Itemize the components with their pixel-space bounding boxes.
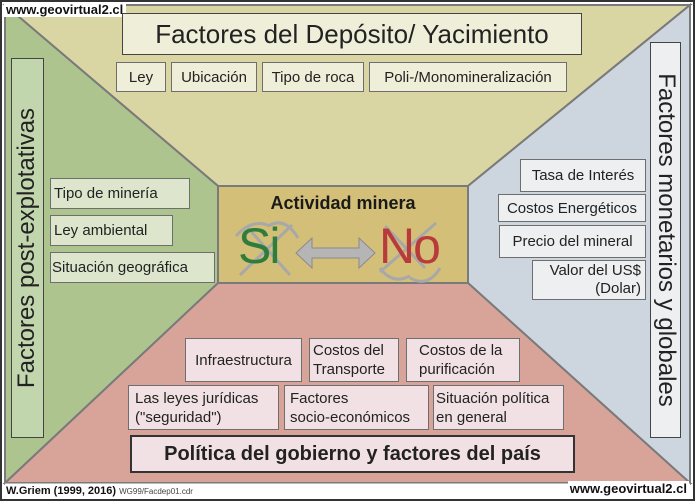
right-item-precio-mineral: Precio del mineral [499,225,646,258]
top-item-mineralizacion: Poli-/Monomineralización [369,62,567,92]
bottom-item-transporte-line2: Transporte [313,361,385,378]
left-title-box: Factores post-explotativas [11,58,44,438]
credit: W.Griem (1999, 2016) WG99/Facdep01.cdr [6,485,193,497]
right-item-costos-energeticos: Costos Energéticos [498,194,646,222]
bottom-item-leyes-juridicas: Las leyes jurídicas ("seguridad") [128,385,279,430]
left-item-situacion-geografica: Situación geográfica [50,252,215,283]
pickaxes-icon [234,221,300,277]
bottom-item-leyes-juridicas-line2: ("seguridad") [135,408,222,426]
center-title: Actividad minera [270,193,416,213]
top-title: Factores del Depósito/ Yacimiento [122,13,582,55]
double-arrow-icon [295,236,376,270]
bottom-item-purificacion: Costos de la purificación [406,338,520,382]
credit-author: W.Griem (1999, 2016) [6,485,117,497]
bottom-item-infraestructura-text: Infraestructura [195,351,292,369]
bottom-item-transporte-line1: Costos del [313,342,384,359]
right-item-valor-dolar-line1: Valor del US$ [549,262,641,279]
credit-file: WG99/Facdep01.cdr [119,487,193,496]
left-item-ley-ambiental: Ley ambiental [50,215,173,246]
right-item-valor-dolar-line2: (Dolar) [595,280,641,297]
bottom-item-leyes-juridicas-line1: Las leyes jurídicas [135,389,259,407]
bottom-item-socio-economicos: Factores socio-económicos [284,385,429,430]
bottom-item-socio-economicos-line2: socio-económicos [290,408,411,426]
bottom-item-situacion-politica: Situación política en general [433,385,564,430]
right-title-box: Factores monetarios y globales [650,42,681,438]
right-title: Factores monetarios y globales [652,73,680,407]
bottom-item-situacion-politica-line2: en general [436,408,507,426]
left-item-tipo-mineria: Tipo de minería [50,178,190,209]
top-item-ley: Ley [116,62,166,92]
center-yes: Si [238,218,280,274]
bottom-item-socio-economicos-line1: Factores [290,389,349,407]
left-title: Factores post-explotativas [13,107,41,389]
bottom-title: Política del gobierno y factores del paí… [130,435,575,473]
bottom-item-situacion-politica-line1: Situación política [436,389,550,407]
bottom-item-infraestructura: Infraestructura [185,338,302,382]
watermark-bottom: www.geovirtual2.cl [567,481,689,496]
right-item-valor-dolar: Valor del US$ (Dolar) [532,260,646,300]
top-item-tipo-roca: Tipo de roca [262,62,364,92]
right-item-tasa-interes: Tasa de Interés [520,159,646,192]
crossed-pickaxes-icon [378,221,442,283]
center-no: No [379,218,441,274]
watermark-top: www.geovirtual2.cl [4,2,127,17]
bottom-item-purificacion-line2: purificación [419,361,495,378]
center-box [217,185,469,284]
top-item-ubicacion: Ubicación [171,62,257,92]
bottom-item-purificacion-line1: Costos de la [419,342,503,359]
bottom-item-transporte: Costos del Transporte [309,338,399,382]
